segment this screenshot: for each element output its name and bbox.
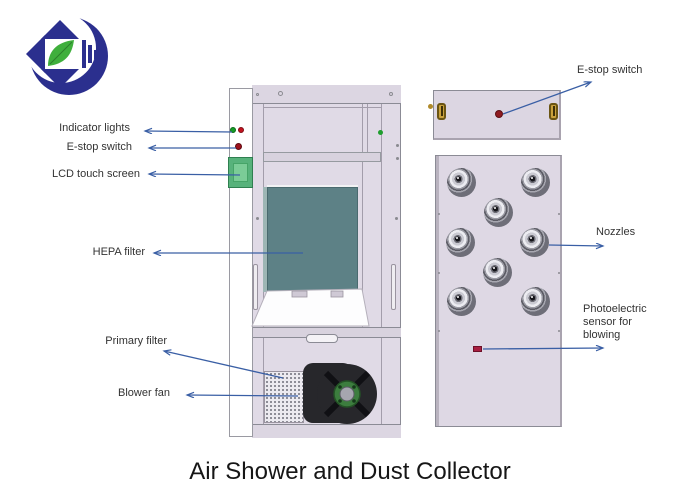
primary-filter-mesh [264, 371, 304, 423]
screw-hole [278, 91, 283, 96]
frame-line [381, 104, 382, 437]
hepa-filter-edge [263, 187, 267, 292]
hinge-dot [428, 104, 433, 109]
e-stop-switch-top [495, 110, 503, 118]
label-nozzles: Nozzles [596, 226, 636, 238]
door-edge-line [367, 104, 368, 152]
screw [558, 330, 560, 332]
logo-leaf-icon [48, 40, 74, 66]
sensor-dot [378, 130, 383, 135]
nozzle [520, 228, 549, 257]
nozzle [521, 287, 550, 316]
screw [558, 213, 560, 215]
door-edge-line [362, 104, 363, 327]
label-photoelectric-sensor: Photoelectric sensor for blowing [583, 303, 647, 341]
screw [396, 157, 399, 160]
nozzle [521, 168, 550, 197]
lcd-screen-display [233, 163, 248, 182]
frame-line [263, 107, 381, 108]
shelf-handle [306, 334, 338, 343]
cabinet-cross-rail [263, 152, 381, 162]
nozzle [483, 258, 512, 287]
label-primary-filter: Primary filter [105, 335, 167, 347]
panel-shadow-edge [436, 156, 439, 426]
label-e-stop-switch-top: E-stop switch [577, 64, 643, 76]
nozzle [446, 228, 475, 257]
screw [438, 272, 440, 274]
nozzle [447, 287, 476, 316]
e-stop-button [235, 143, 242, 150]
screw [396, 144, 399, 147]
hepa-filter-frame [267, 185, 358, 187]
hepa-filter [267, 187, 358, 292]
cabinet-top-band [252, 85, 401, 104]
nozzle [447, 168, 476, 197]
label-hepa-filter: HEPA filter [92, 246, 145, 258]
label-indicator-lights: Indicator lights [59, 122, 130, 134]
screw [395, 217, 398, 220]
photoelectric-sensor [473, 346, 482, 352]
door-handle-slot [391, 264, 396, 310]
panel-handle-right [549, 103, 558, 120]
label-lcd-touch-screen: LCD touch screen [51, 168, 140, 180]
screw [438, 213, 440, 215]
control-column [229, 88, 253, 437]
company-logo-icon [26, 13, 108, 95]
nozzle [484, 198, 513, 227]
cabinet-bottom-band [252, 424, 401, 438]
door-handle-slot [253, 264, 258, 310]
screw-hole [256, 93, 259, 96]
panel-handle-left [437, 103, 446, 120]
screw [438, 330, 440, 332]
indicator-light-green [230, 127, 236, 133]
label-e-stop-switch-left: E-stop switch [66, 141, 132, 153]
screw-hole [389, 92, 393, 96]
screw [256, 217, 259, 220]
logo-diamond [26, 20, 97, 88]
page-title: Air Shower and Dust Collector [189, 458, 511, 485]
label-blower-fan: Blower fan [118, 387, 170, 399]
screw [558, 272, 560, 274]
indicator-light-red [238, 127, 244, 133]
